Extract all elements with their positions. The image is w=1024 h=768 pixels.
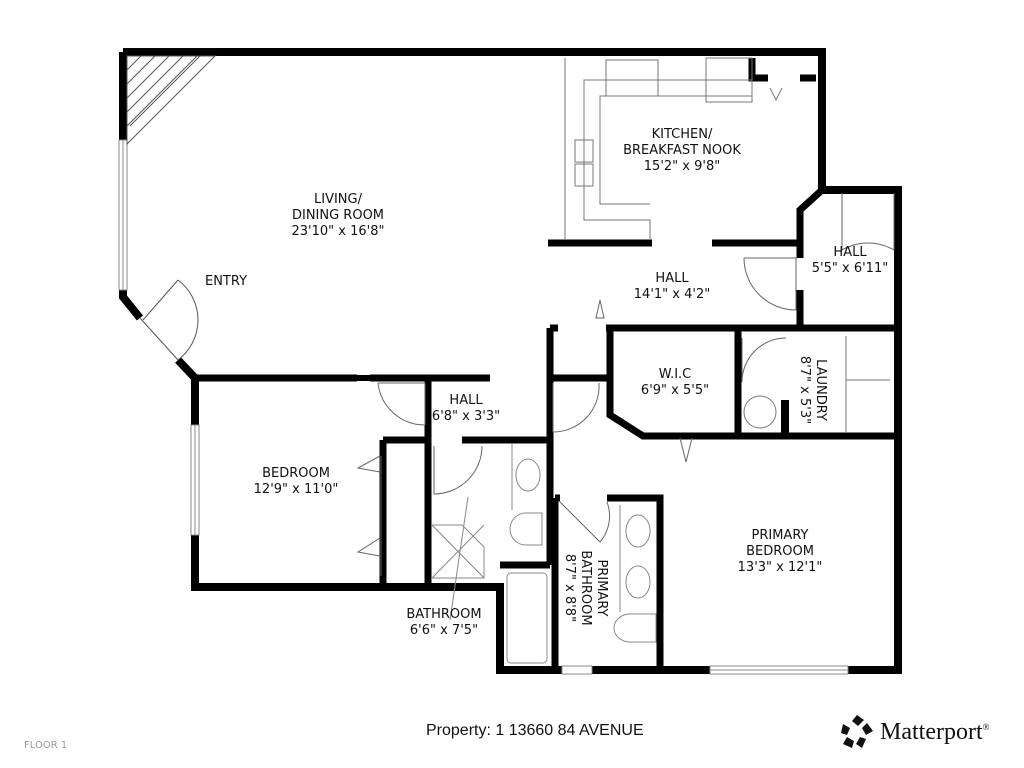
brand-logo: Matterport® bbox=[840, 714, 989, 750]
laundry-appliances bbox=[743, 336, 890, 432]
room-label-primary-bedroom: PRIMARY BEDROOM 13'3" x 12'1" bbox=[737, 528, 823, 575]
brand-name: Matterport® bbox=[880, 718, 990, 745]
matterport-logo-icon bbox=[841, 715, 873, 748]
room-label-entry: ENTRY bbox=[204, 274, 248, 289]
kitchen-counters bbox=[564, 57, 783, 240]
room-label-bathroom: BATHROOM 6'6" x 7'5" bbox=[406, 607, 482, 638]
room-label-living-dining: LIVING/ DINING ROOM 23'10" x 16'8" bbox=[291, 192, 385, 239]
room-label-primary-bathroom: PRIMARY BATHROOM 8'7" x 8'8" bbox=[562, 550, 609, 626]
room-label-kitchen: KITCHEN/ BREAKFAST NOOK 15'2" x 9'8" bbox=[623, 127, 741, 174]
room-label-hall-main: HALL 14'1" x 4'2" bbox=[633, 271, 711, 302]
bathroom-fixtures bbox=[431, 444, 657, 664]
doors bbox=[356, 193, 895, 576]
room-label-hall-sw: HALL 6'8" x 3'3" bbox=[431, 393, 501, 424]
room-label-laundry: LAUNDRY 8'7" x 5'3" bbox=[797, 355, 828, 425]
room-label-wic: W.I.C 6'9" x 5'5" bbox=[640, 367, 710, 398]
entry-door bbox=[139, 279, 199, 361]
windows bbox=[118, 139, 849, 675]
floor-label: FLOOR 1 bbox=[24, 740, 68, 751]
property-address: Property: 1 13660 84 AVENUE bbox=[426, 722, 644, 739]
room-label-hall-ne: HALL 5'5" x 6'11" bbox=[811, 245, 889, 276]
fireplace bbox=[126, 55, 217, 146]
exterior-walls bbox=[119, 48, 902, 674]
room-label-bedroom: BEDROOM 12'9" x 11'0" bbox=[253, 466, 339, 497]
